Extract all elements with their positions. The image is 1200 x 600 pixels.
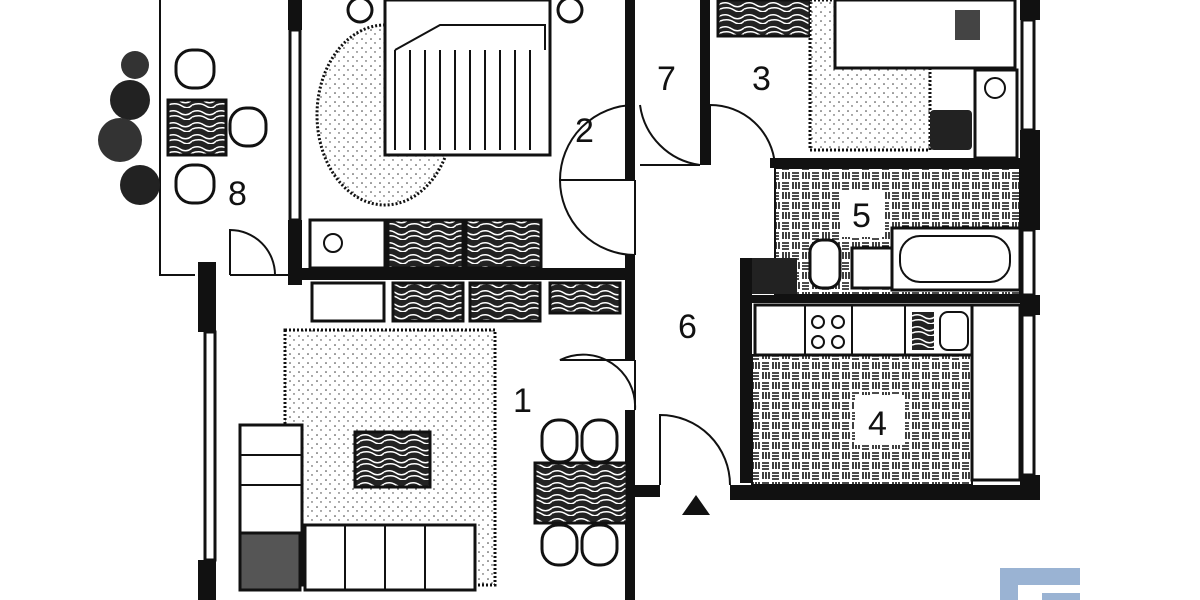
triangle-up-icon xyxy=(682,495,710,515)
bathroom-room-5 xyxy=(752,167,1022,296)
kitchen-room-4 xyxy=(751,303,1022,486)
room-number-2: 2 xyxy=(575,112,594,150)
room-number-3: 3 xyxy=(752,60,771,98)
room-number-7: 7 xyxy=(657,60,676,98)
room-number-5: 5 xyxy=(852,197,871,235)
room-number-8: 8 xyxy=(228,175,247,213)
logo xyxy=(1000,568,1080,600)
plant-icon xyxy=(98,51,160,205)
walls xyxy=(198,0,1040,600)
room-3 xyxy=(716,0,1019,160)
room-number-6: 6 xyxy=(678,308,697,346)
room-number-1: 1 xyxy=(513,382,532,420)
bedroom-room-2 xyxy=(308,0,622,323)
living-room-1 xyxy=(238,328,629,592)
room-number-4: 4 xyxy=(868,405,887,443)
doors xyxy=(558,103,776,486)
balcony-room-8 xyxy=(98,0,290,276)
